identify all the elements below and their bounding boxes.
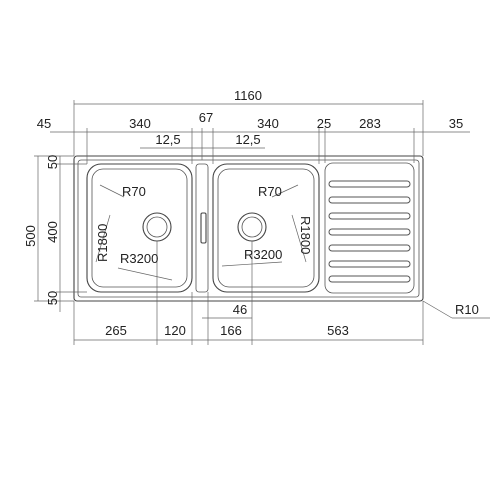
dim-drain-right-offset: 166 bbox=[220, 323, 242, 338]
dim-bowl-height: 400 bbox=[45, 221, 60, 243]
radius-bottom-right: R3200 bbox=[244, 247, 282, 262]
right-drain-inner bbox=[241, 216, 263, 238]
radius-outer: R10 bbox=[455, 302, 479, 317]
right-bowl-outer bbox=[212, 163, 320, 293]
dim-drain-left-offset: 120 bbox=[164, 323, 186, 338]
radius-side-left: R1800 bbox=[95, 224, 110, 262]
dim-drainer-width: 283 bbox=[359, 116, 381, 131]
dimension-lines bbox=[34, 100, 490, 345]
drainer-outline bbox=[324, 162, 415, 294]
dim-drain-left: 265 bbox=[105, 323, 127, 338]
left-bowl-outer bbox=[86, 163, 193, 293]
dim-center-to-drain: 46 bbox=[233, 302, 247, 317]
center-divider bbox=[195, 163, 209, 293]
dim-bottom-margin: 50 bbox=[45, 291, 60, 305]
dim-offset-left: 12,5 bbox=[155, 132, 180, 147]
overflow-slot bbox=[200, 212, 207, 244]
dim-overall-height: 500 bbox=[23, 225, 38, 247]
dim-left-margin: 45 bbox=[37, 116, 51, 131]
dim-top-margin: 50 bbox=[45, 155, 60, 169]
right-bowl-inner bbox=[217, 168, 315, 288]
radius-bottom-left: R3200 bbox=[120, 251, 158, 266]
dim-left-bowl-width: 340 bbox=[129, 116, 151, 131]
dim-overall-width: 1160 bbox=[234, 88, 262, 103]
sink-outer-outline bbox=[73, 155, 424, 302]
left-bowl-inner bbox=[91, 168, 188, 288]
sink-inner-rim bbox=[77, 159, 420, 298]
radius-corner-left: R70 bbox=[122, 184, 146, 199]
dim-drainer-gap: 25 bbox=[317, 116, 331, 131]
dimension-labels: 1160 45 340 67 340 25 283 35 12,5 12,5 5… bbox=[23, 88, 479, 338]
dim-right-margin: 35 bbox=[449, 116, 463, 131]
radius-corner-right: R70 bbox=[258, 184, 282, 199]
sink-body bbox=[73, 155, 424, 302]
dim-offset-right: 12,5 bbox=[235, 132, 260, 147]
drainer-grooves bbox=[328, 180, 411, 283]
dim-drain-right: 563 bbox=[327, 323, 349, 338]
left-drain-inner bbox=[146, 216, 168, 238]
dim-center-gap: 67 bbox=[199, 110, 213, 125]
dim-right-bowl-width: 340 bbox=[257, 116, 279, 131]
radius-side-right: R1800 bbox=[298, 216, 313, 254]
